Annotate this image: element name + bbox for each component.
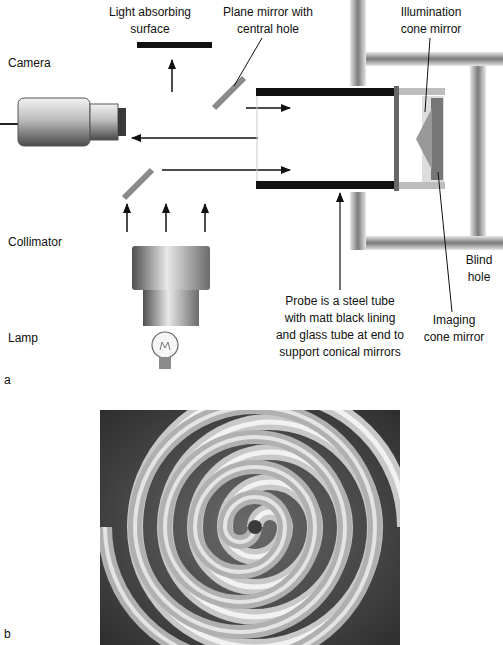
camera-body (18, 98, 90, 146)
plane-mirror (124, 170, 152, 198)
hole-wall (470, 66, 486, 236)
part-label: Collimator (8, 234, 98, 251)
light-ray (204, 204, 206, 232)
camera-lens (118, 108, 126, 136)
tube-joint (394, 86, 399, 191)
absorbing-surface (137, 42, 212, 48)
light-ray (246, 107, 290, 109)
part-label: Lamp (8, 330, 68, 347)
spiral-centre (248, 520, 262, 534)
camera-cable (0, 123, 18, 125)
spiral-highlight (105, 410, 375, 645)
illumination-cone-mirror (431, 98, 443, 180)
lamp-base (159, 357, 171, 369)
light-ray (126, 204, 128, 232)
panel-letter: b (4, 626, 24, 643)
camera-lens (90, 104, 118, 140)
collimator (132, 246, 210, 290)
leader-line (438, 172, 452, 312)
plane-mirror (214, 78, 244, 108)
spiral-photo (105, 410, 400, 645)
part-label: Imaging cone mirror (421, 312, 487, 346)
glass-tube (396, 182, 445, 189)
part-label: Blind hole (455, 252, 503, 286)
leader-line (234, 38, 262, 86)
part-label: Light absorbing surface (95, 4, 205, 38)
light-ray (162, 169, 290, 171)
panel-letter: a (4, 372, 24, 389)
hole-wall (366, 236, 503, 250)
light-ray (132, 137, 258, 139)
hole-wall (350, 0, 366, 86)
part-label: Illumination cone mirror (390, 4, 472, 38)
probe-tube (256, 88, 396, 96)
cone-mirror (416, 108, 432, 170)
collimator (143, 290, 199, 326)
hole-wall (366, 52, 503, 66)
leader-line (425, 38, 430, 112)
light-ray (165, 204, 167, 232)
spiral-groove (105, 410, 375, 645)
light-ray (171, 60, 173, 92)
part-label: Probe is a steel tube with matt black li… (274, 293, 406, 361)
lamp-filament (160, 342, 170, 350)
leader-arrow (339, 193, 340, 290)
probe-end (257, 96, 258, 181)
part-label: Camera (8, 55, 78, 72)
glass-tube (396, 88, 445, 95)
part-label: Plane mirror with central hole (212, 4, 324, 38)
hole-wall (350, 192, 366, 250)
lamp-bulb (152, 332, 178, 358)
probe-tube (256, 181, 396, 189)
